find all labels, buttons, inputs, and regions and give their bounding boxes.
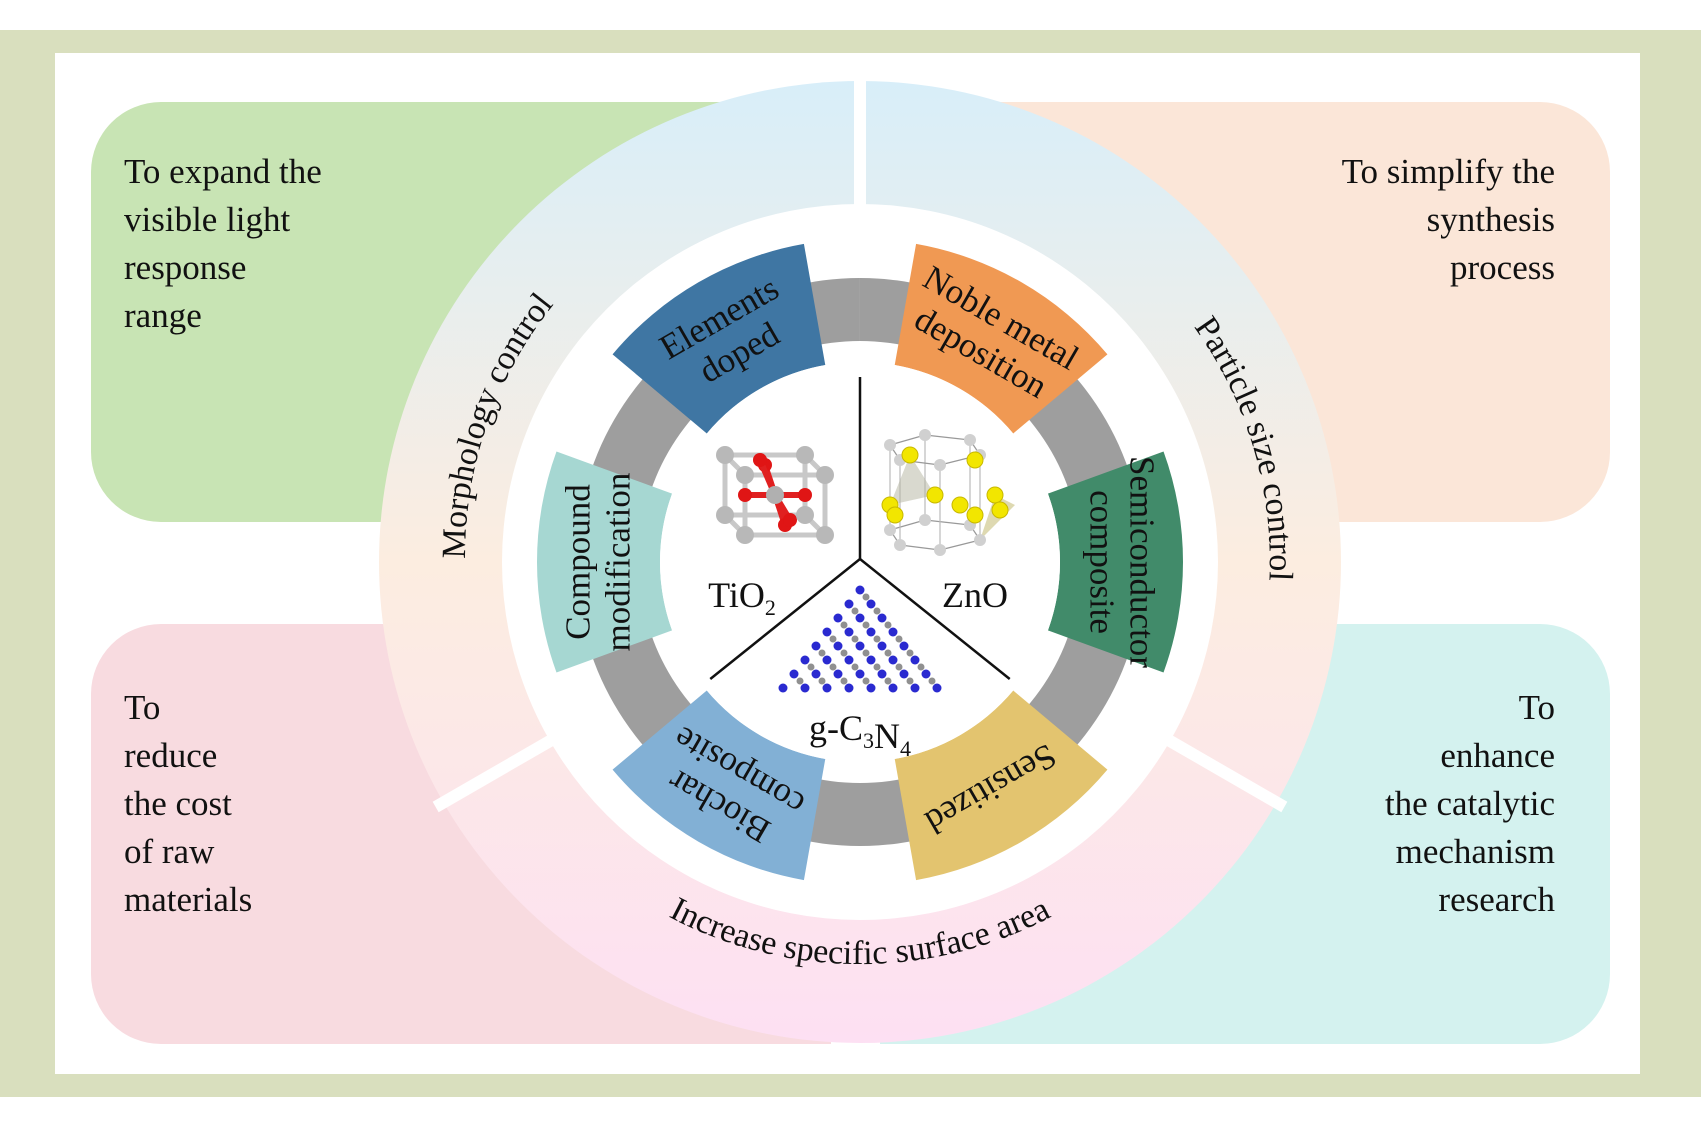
segment-shape [612,243,826,434]
segment-label: modification [599,473,638,652]
ring-gap-1 [1160,731,1288,813]
box-text-bottom-right: To enhance the catalytic mechanism resea… [1384,688,1555,919]
segment-label: Semiconductor [1123,456,1162,668]
segment-sensitized: Sensitized [894,690,1108,881]
center-divider-1 [709,558,861,680]
segment-shape [612,690,826,881]
ring-gap-2 [432,731,560,813]
segment-label: Compound [559,484,598,640]
zno-crystal-icon [881,429,1015,556]
tio2-crystal-icon [716,446,834,544]
center-divider-2 [859,558,1011,680]
segment-shape [894,690,1108,881]
segment-shape [894,243,1108,434]
box-text-top-left: To expand the visible light response ran… [124,152,322,335]
material-label-zno: ZnO [942,575,1008,615]
material-label-g-c3n4: g-C3N4 [809,708,911,761]
box-text-top-right: To simplify the synthesis process [1341,152,1555,287]
material-label-tio2: TiO2 [708,575,776,620]
segment-shape [1047,451,1183,673]
box-text-bottom-left: To reduce the cost of raw materials [124,688,253,919]
segment-label: composite [1083,490,1122,634]
segment-shape [537,451,673,673]
g-c3n4-structure-icon [778,585,942,693]
